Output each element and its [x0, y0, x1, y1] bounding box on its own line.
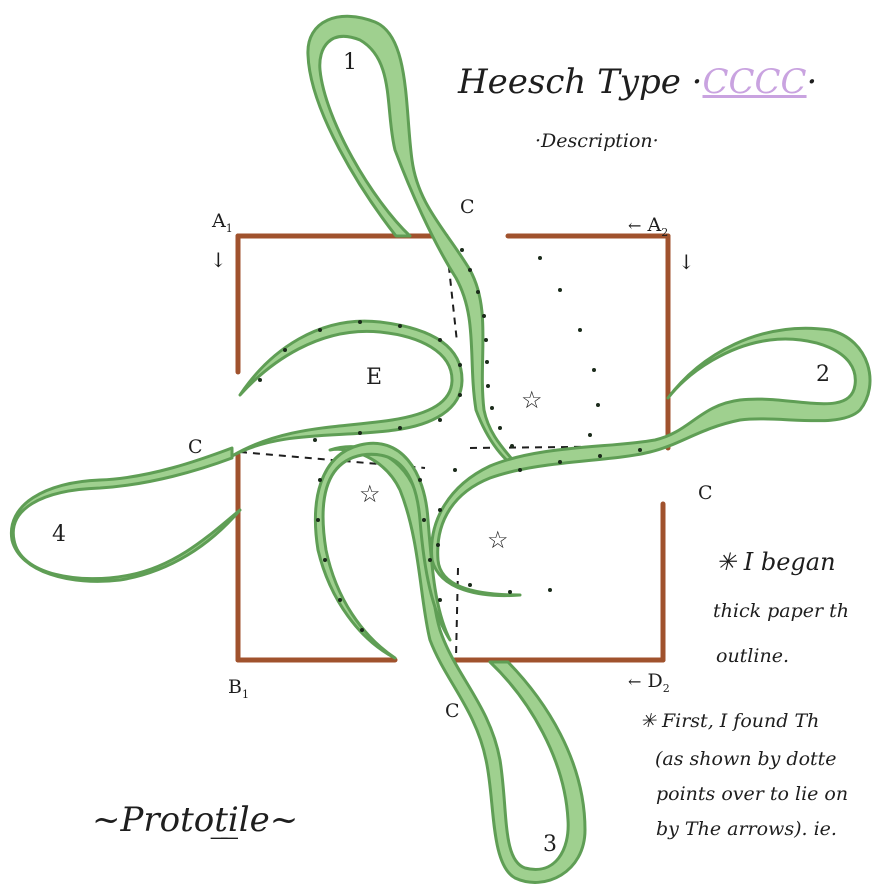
note-line-3: outline. — [716, 645, 789, 667]
vertex-c-left: C — [188, 436, 203, 458]
arrow-left-icon: ← — [628, 216, 642, 235]
title-dot-right: · — [806, 62, 818, 102]
region-letter-e: E — [366, 365, 383, 390]
arrow-down-icon: ↓ — [678, 250, 695, 274]
title-dot-left: · — [691, 62, 703, 102]
star-marker-lower-right: ☆ — [487, 526, 509, 554]
dotted-markers — [258, 248, 642, 632]
diagram-subtitle: ·Description· — [535, 130, 659, 152]
type-code: CCCC — [702, 62, 807, 102]
vertex-b1: B1 — [228, 676, 249, 701]
vertex-a1: A1 — [212, 210, 233, 235]
diagram-title: Heesch Type ·CCCC· — [458, 62, 817, 102]
lobe-number-1: 1 — [343, 50, 357, 75]
note-line-5: (as shown by dotte — [655, 748, 837, 770]
lobe-2 — [430, 326, 872, 598]
subtitle-text: Description — [541, 130, 653, 152]
title-text: Heesch Type — [458, 62, 681, 102]
note-line-4: ✳ First, I found Th — [640, 710, 820, 732]
lobe-3 — [328, 445, 587, 884]
star-marker-upper-right: ☆ — [521, 386, 543, 414]
note-line-1: ✳ I began — [716, 548, 836, 576]
arrow-down-icon: ↓ — [210, 248, 227, 272]
vertex-d2: ← D2 — [628, 670, 670, 695]
vertex-c-bottom: C — [445, 700, 460, 722]
lobe-number-4: 4 — [52, 522, 66, 547]
note-line-6: points over to lie on — [656, 783, 849, 805]
lobe-4 — [9, 446, 242, 583]
vertex-a2: ← A2 — [628, 214, 669, 239]
caption-prototile: ~Protot̲i̲le~ — [92, 800, 299, 840]
arrow-left-icon: ← — [628, 672, 642, 691]
lobe-number-2: 2 — [816, 362, 830, 387]
lobe-number-3: 3 — [543, 832, 557, 857]
lobe-lower-left — [314, 441, 452, 660]
vertex-c-right: C — [698, 482, 713, 504]
lobes — [9, 14, 872, 884]
note-line-7: by The arrows). ie. — [656, 818, 837, 840]
vertex-c-top: C — [460, 196, 475, 218]
note-line-2: thick paper th — [713, 600, 850, 622]
star-marker-lower-left: ☆ — [359, 480, 381, 508]
square-outline — [235, 233, 671, 663]
lobe-center-e — [230, 319, 464, 458]
